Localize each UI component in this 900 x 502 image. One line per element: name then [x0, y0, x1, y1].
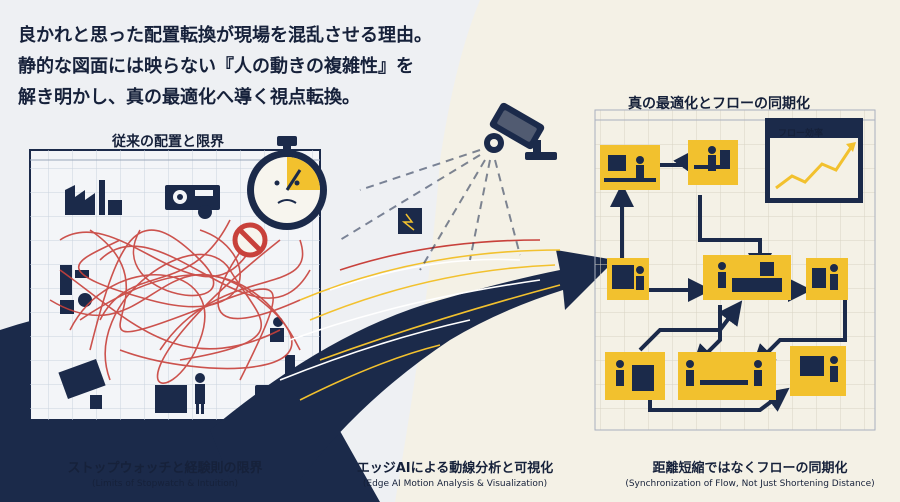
trend-chart-icon	[765, 118, 863, 203]
headline-line-2: 静的な図面には映らない『人の動きの複雑性』を	[18, 56, 414, 77]
headline-line-1: 良かれと思った配置転換が現場を混乱させる理由。	[18, 25, 432, 46]
camera-beams	[339, 149, 521, 271]
flow-arrow	[210, 250, 615, 480]
chart-label: フロー効率	[778, 129, 824, 139]
motion-streaks	[279, 239, 561, 401]
left-panel-title: 従来の配置と限界	[112, 134, 224, 150]
station-8	[790, 346, 846, 396]
middle-caption-en: (Edge AI Motion Analysis & Visualization…	[362, 479, 548, 489]
right-caption-en: (Synchronization of Flow, Not Just Short…	[625, 479, 875, 489]
right-caption-main: 距離短縮ではなくフローの同期化	[652, 461, 848, 476]
right-panel-title: 真の最適化とフローの同期化	[628, 96, 810, 112]
middle-caption-main: エッジAIによる動線分析と可視化	[356, 461, 554, 476]
chip-icon	[398, 208, 422, 234]
left-caption-en: (Limits of Stopwatch & Intuition)	[91, 479, 238, 489]
station-5	[806, 258, 848, 300]
factory-icon	[65, 180, 122, 215]
security-camera-icon	[484, 102, 557, 160]
left-caption-main: ストップウォッチと経験則の限界	[67, 461, 263, 476]
station-2	[688, 140, 738, 185]
workstation-cards	[600, 140, 848, 400]
left-caption: ストップウォッチと経験則の限界 (Limits of Stopwatch & I…	[20, 457, 310, 489]
stopwatch-icon	[247, 136, 327, 230]
right-caption: 距離短縮ではなくフローの同期化 (Synchronization of Flow…	[605, 457, 895, 489]
middle-caption: エッジAIによる動線分析と可視化 (Edge AI Motion Analysi…	[320, 457, 590, 489]
station-4	[703, 255, 791, 300]
headline: 良かれと思った配置転換が現場を混乱させる理由。 静的な図面には映らない『人の動き…	[18, 20, 488, 113]
machine-icon	[165, 185, 220, 219]
worker-icon	[155, 373, 205, 414]
station-6	[605, 352, 665, 400]
station-3	[607, 258, 649, 300]
station-7	[678, 352, 776, 400]
station-1	[600, 145, 660, 190]
prohibited-icon	[232, 222, 268, 258]
headline-line-3: 解き明かし、真の最適化へ導く視点転換。	[18, 87, 360, 108]
parts-icon	[58, 359, 106, 409]
